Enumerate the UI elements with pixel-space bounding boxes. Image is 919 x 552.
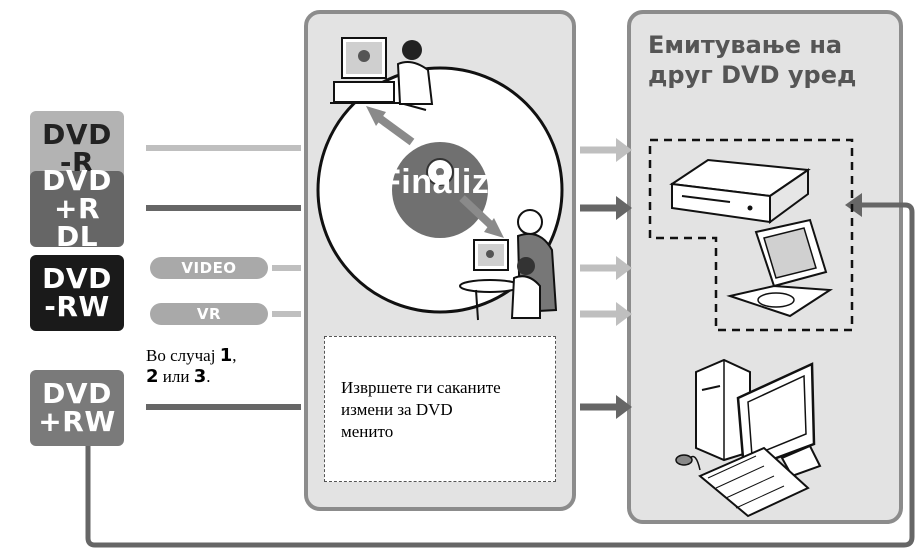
case-note-sep1: , [232, 346, 237, 365]
badge-dvd-rw-line1: DVD [42, 262, 112, 295]
right-panel-title: Емитување на друг DVD уред [648, 30, 856, 90]
portable-dvd-player-icon [726, 218, 834, 318]
menu-edit-note: Извршете ги саканите измени за DVD менит… [324, 336, 556, 482]
badge-dvd-plus-r-dl: DVD +R DL [30, 167, 124, 251]
pill-vr-mode: VR [150, 303, 268, 325]
badge-dvd-r-line1: DVD [42, 117, 112, 151]
people-with-laptop-icon [459, 209, 558, 321]
computer-icon [675, 358, 822, 518]
arrow-light-1 [580, 138, 632, 162]
finalize-label: Finaliz [380, 163, 490, 201]
arrow-light-3 [580, 302, 632, 326]
menu-edit-line3: менито [341, 422, 394, 441]
case-number-1: 1 [219, 345, 233, 366]
arrow-dark-1 [580, 196, 632, 220]
case-note-prefix: Во случај [146, 346, 220, 365]
badge-dvd-rw: DVD -RW [30, 255, 124, 331]
badge-dvd-plus-rw-line2: +RW [38, 405, 116, 438]
arrow-light-2 [580, 256, 632, 280]
right-panel-title-line1: Емитување на [648, 31, 843, 59]
case-note-mid: или [158, 367, 194, 386]
person-watching-tv-icon [330, 37, 434, 111]
dvd-recorder-icon [669, 158, 811, 224]
players-dashed-group [648, 138, 854, 332]
menu-edit-line1: Извршете ги саканите [341, 378, 501, 397]
badge-dvd-plus-r-dl-line2: +R DL [53, 192, 101, 253]
badge-dvd-plus-rw: DVD +RW [30, 370, 124, 446]
case-note-end: . [206, 367, 211, 386]
return-loop-line [85, 202, 915, 548]
menu-edit-line2: измени за DVD [341, 400, 453, 419]
badge-dvd-rw-line2: -RW [44, 290, 110, 323]
arrow-dark-2 [580, 395, 632, 419]
badge-dvd-plus-r-dl-line1: DVD [42, 164, 112, 197]
pill-video-mode: VIDEO [150, 257, 268, 279]
case-number-3: 3 [193, 366, 207, 387]
badge-dvd-plus-rw-line1: DVD [42, 377, 112, 410]
return-loop-arrowhead [845, 193, 862, 217]
case-number-2: 2 [146, 366, 159, 387]
case-note: Во случај 1, 2 или 3. [146, 345, 236, 387]
right-panel-title-line2: друг DVD уред [648, 61, 857, 89]
